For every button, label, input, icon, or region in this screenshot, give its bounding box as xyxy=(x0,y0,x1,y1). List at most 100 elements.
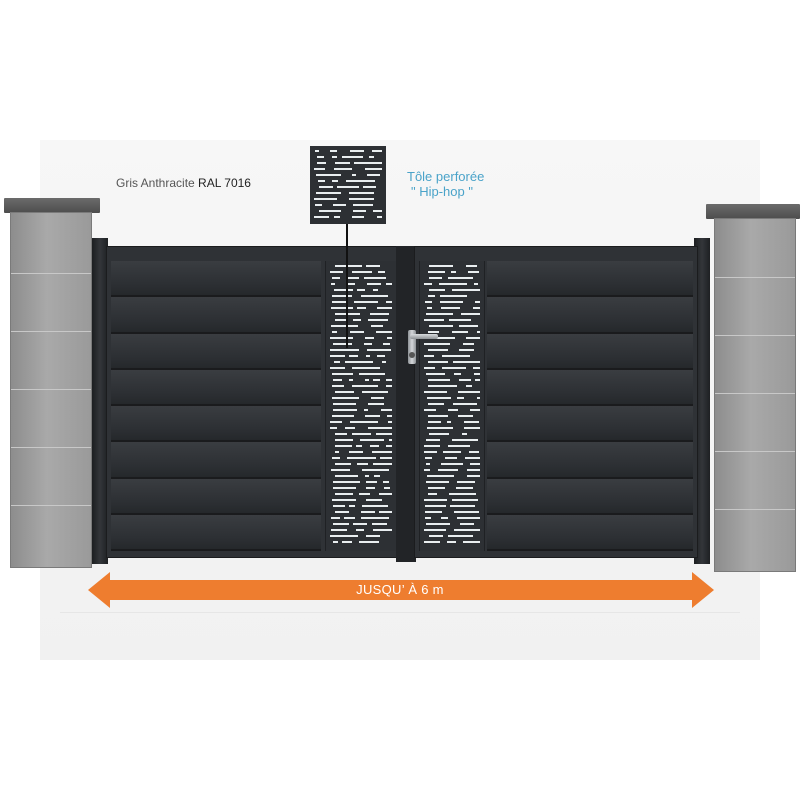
perforation-slot xyxy=(451,271,456,273)
perforation-slot xyxy=(477,331,480,333)
gate-slat xyxy=(111,514,321,551)
perforation-slot xyxy=(429,325,453,327)
perforation-slot xyxy=(447,541,456,543)
perforation-slot xyxy=(373,289,378,291)
perforation-slot xyxy=(359,541,379,543)
perforation-slot xyxy=(334,361,340,363)
perforation-slot xyxy=(354,301,378,303)
perforation-slot xyxy=(383,481,389,483)
perforation-slot xyxy=(387,337,392,339)
perforation-slot xyxy=(352,271,372,273)
perforation-slot xyxy=(452,331,468,333)
perforation-slot xyxy=(428,403,444,405)
perforation-slot xyxy=(459,349,474,351)
perforation-slot xyxy=(349,451,363,453)
perforation-slot xyxy=(342,156,363,158)
perforation-slot xyxy=(424,367,435,369)
perforation-slot xyxy=(356,445,362,447)
perforation-slot xyxy=(427,475,454,477)
perforation-slot xyxy=(315,150,319,152)
perforation-slot xyxy=(331,517,340,519)
perforation-slot xyxy=(428,295,435,297)
perforation-slot xyxy=(457,397,464,399)
perforation-slot xyxy=(383,343,390,345)
perforation-slot xyxy=(424,451,437,453)
perforation-slot xyxy=(428,421,441,423)
perforation-slot xyxy=(466,385,472,387)
perforation-slot xyxy=(335,433,347,435)
perforation-slot xyxy=(331,307,353,309)
left-perforated-panel xyxy=(325,261,397,551)
perforation-slot xyxy=(357,307,366,309)
perforation-slot xyxy=(352,174,356,176)
perforation-slot xyxy=(428,487,445,489)
perforation-slot xyxy=(330,349,359,351)
perforation-slot xyxy=(427,397,451,399)
perforation-slot xyxy=(428,379,450,381)
color-code: RAL 7016 xyxy=(198,176,251,190)
perforation-slot xyxy=(333,409,357,411)
perforation-slot xyxy=(368,403,384,405)
perforation-slot xyxy=(367,349,391,351)
perforation-slot xyxy=(345,361,373,363)
perforation-slot xyxy=(384,487,390,489)
perforation-slot xyxy=(461,313,480,315)
perforation-slot xyxy=(441,307,460,309)
perforation-slot xyxy=(337,186,359,188)
perforation-slot xyxy=(377,355,385,357)
perforation-slot xyxy=(371,397,384,399)
perforation-slot xyxy=(380,457,392,459)
perforation-slot xyxy=(374,475,380,477)
perforation-slot xyxy=(424,445,440,447)
perforation-slot xyxy=(314,198,337,200)
ground-line xyxy=(60,612,740,613)
perforation-slot xyxy=(459,379,471,381)
perforation-slot xyxy=(366,481,377,483)
perforation-slot xyxy=(464,421,479,423)
left-pillar-body xyxy=(10,212,92,568)
perforation-slot xyxy=(362,469,389,471)
perforation-slot xyxy=(333,541,338,543)
gate-slat xyxy=(487,406,693,443)
perforation-slot xyxy=(342,541,352,543)
perforation-slot xyxy=(458,415,473,417)
perforation-slot xyxy=(454,511,479,513)
perforation-slot xyxy=(319,210,341,212)
perforation-slot xyxy=(360,439,384,441)
perforation-slot xyxy=(314,216,329,218)
perforation-slot xyxy=(428,415,448,417)
perforation-slot xyxy=(463,343,474,345)
perforation-slot xyxy=(333,481,360,483)
perforation-slot xyxy=(456,487,473,489)
perforation-slot xyxy=(440,295,467,297)
perforation-slot xyxy=(429,535,443,537)
gate-slat xyxy=(111,406,321,443)
perforation-slot xyxy=(349,192,374,194)
perforation-slot xyxy=(386,301,392,303)
perforation-slot xyxy=(466,265,477,267)
gate-slat xyxy=(487,297,693,334)
perforation-slot xyxy=(428,271,445,273)
perforation-slot xyxy=(319,186,333,188)
perforation-slot xyxy=(366,487,375,489)
perforation-slot xyxy=(376,433,392,435)
perforation-slot xyxy=(376,331,392,333)
perforation-slot xyxy=(332,180,338,182)
perforation-slot xyxy=(353,523,367,525)
perforation-slot xyxy=(335,451,339,453)
perforation-slot xyxy=(356,529,364,531)
perforation-slot xyxy=(429,265,453,267)
perforation-slot xyxy=(428,331,439,333)
perforation-slot xyxy=(470,409,480,411)
gate-slat xyxy=(111,369,321,406)
perforation-slot xyxy=(335,162,350,164)
perforation-slot xyxy=(426,373,445,375)
perforation-slot xyxy=(386,379,392,381)
perforation-slot xyxy=(428,385,457,387)
perforation-slot xyxy=(332,295,352,297)
perforation-slot xyxy=(349,379,353,381)
perforation-slot xyxy=(353,204,373,206)
perforation-slot xyxy=(457,517,480,519)
gate-slat xyxy=(487,478,693,515)
perforation-slot xyxy=(330,337,353,339)
